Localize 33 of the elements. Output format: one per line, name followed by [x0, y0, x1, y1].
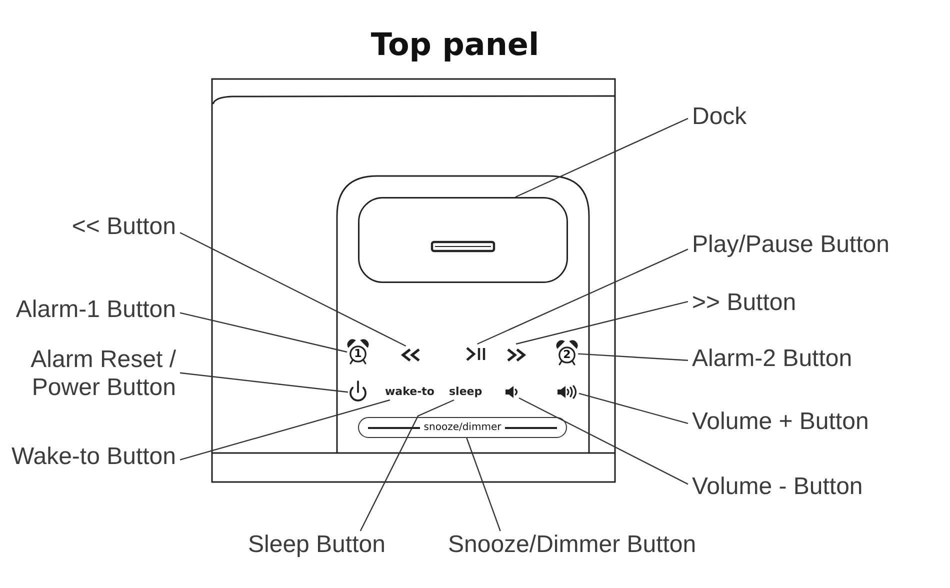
- leader-line: [515, 118, 688, 198]
- callout-label: Dock: [688, 103, 751, 131]
- callout-label: Alarm-2 Button: [688, 345, 856, 373]
- pill-button: snooze/dimmer: [358, 417, 567, 438]
- callout-label: >> Button: [688, 289, 800, 317]
- button-label: sleep: [449, 384, 482, 400]
- leader-line: [578, 353, 688, 361]
- dock-recess: [358, 197, 568, 283]
- leader-line: [516, 301, 688, 345]
- volume-up-icon: [557, 385, 579, 399]
- callout-label: Sleep Button: [244, 531, 390, 559]
- callout-label: << Button: [68, 213, 180, 241]
- leader-line: [578, 392, 688, 424]
- callout-label: Volume + Button: [688, 408, 873, 436]
- volume-down-icon: [505, 386, 519, 398]
- callout-label: Wake-to Button: [7, 443, 180, 471]
- leader-line: [466, 438, 501, 532]
- alarm-number: 2: [562, 348, 572, 362]
- leader-line: [180, 232, 406, 347]
- leader-line: [180, 372, 348, 393]
- callout-label: Volume - Button: [688, 473, 867, 501]
- callout-label: Play/Pause Button: [688, 231, 894, 259]
- callout-label: Snooze/Dimmer Button: [444, 531, 700, 559]
- leader-line: [518, 397, 688, 485]
- leader-line: [180, 399, 390, 460]
- callout-label: Alarm Reset / Power Button: [22, 346, 180, 402]
- callout-label: Alarm-1 Button: [12, 296, 180, 324]
- leader-line: [180, 312, 348, 353]
- leader-line: [477, 248, 688, 345]
- power-icon: [348, 380, 368, 402]
- alarm-number: 1: [353, 347, 363, 361]
- button-label: wake-to: [385, 384, 434, 400]
- title: Top panel: [370, 27, 540, 63]
